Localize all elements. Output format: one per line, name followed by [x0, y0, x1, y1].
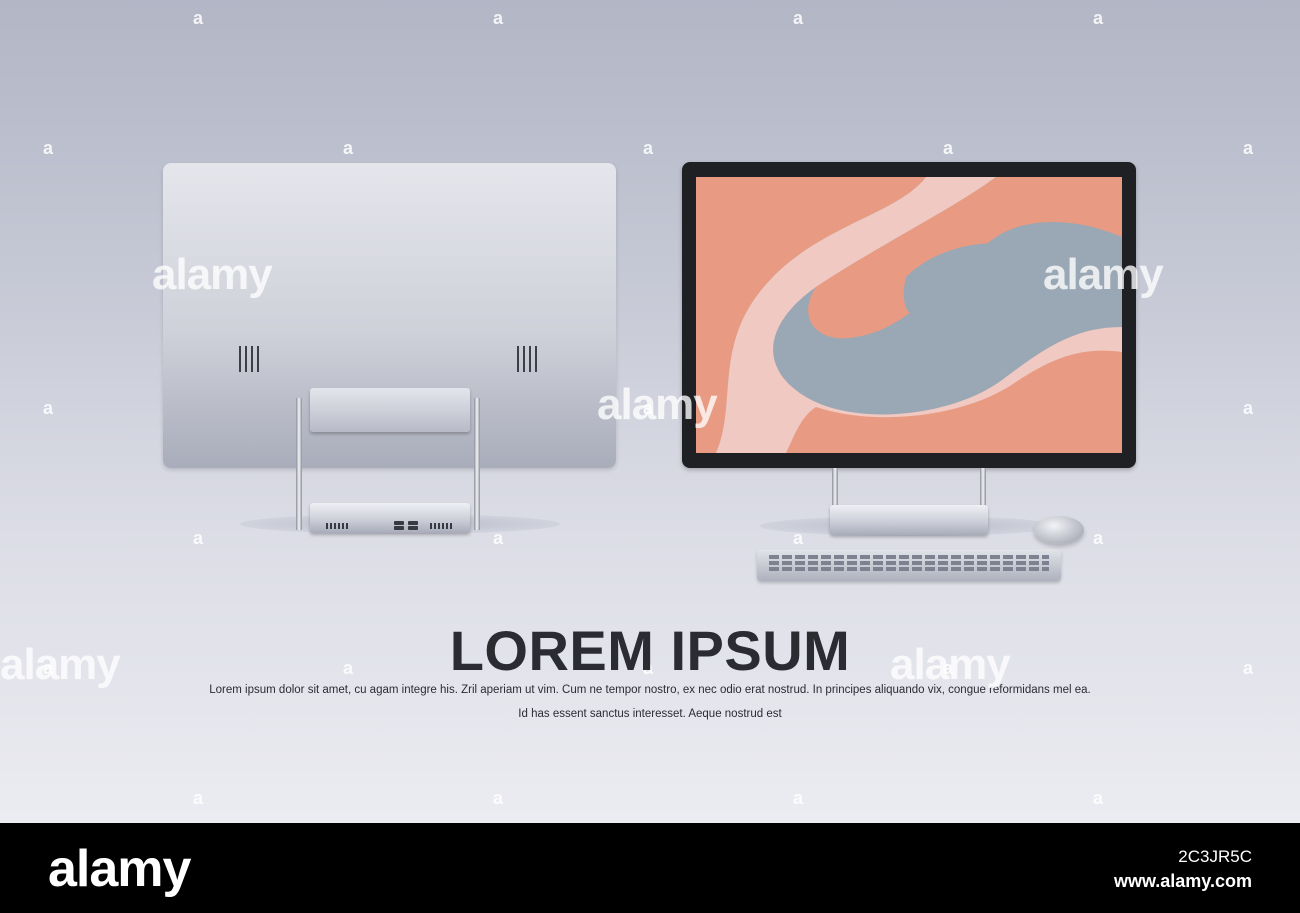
watermark-word: alamy [597, 380, 718, 429]
image-id: 2C3JR5C [1178, 847, 1252, 866]
stand-bracket [310, 388, 470, 432]
monitor-screen-wallpaper [696, 177, 1122, 453]
left-vent-icon [239, 346, 261, 372]
watermark-tile: a [493, 8, 504, 28]
watermark-tile: a [643, 138, 654, 158]
usb-port-icon [408, 526, 418, 530]
footer-logo: alamy [48, 840, 191, 898]
watermark-tile: a [1243, 138, 1254, 158]
front-left-stand-pole [832, 468, 838, 522]
right-vent-icon [517, 346, 539, 372]
front-mini-pc [830, 505, 988, 535]
watermark-tile: a [193, 8, 204, 28]
keyboard-key-row [769, 555, 1049, 559]
watermark-tile: a [1093, 8, 1104, 28]
vent-icon [326, 523, 348, 529]
watermark-tile: a [1243, 398, 1254, 418]
watermark-tile: a [43, 138, 54, 158]
watermark-tile: a [643, 398, 654, 418]
watermark-tile: a [343, 658, 354, 678]
watermark-tile: a [493, 528, 504, 548]
usb-port-icon [394, 521, 404, 525]
footer-bar: alamy 2C3JR5C www.alamy.com [0, 823, 1300, 913]
watermark-word: alamy [0, 640, 121, 689]
keyboard-key-row [769, 567, 1049, 571]
page-title: LOREM IPSUM [449, 619, 851, 682]
body-text-line-1: Lorem ipsum dolor sit amet, cu agam inte… [209, 684, 1091, 696]
watermark-word: alamy [1043, 250, 1164, 299]
back-mini-pc [310, 503, 470, 533]
keyboard-icon [757, 549, 1061, 581]
body-text-line-2: Id has essent sanctus interesset. Aeque … [518, 708, 782, 720]
usb-port-icon [408, 521, 418, 525]
front-right-stand-pole [980, 468, 986, 522]
watermark-tile: a [43, 658, 54, 678]
left-stand-pole [296, 398, 302, 530]
watermark-word: alamy [890, 640, 1011, 689]
watermark-tile: a [43, 398, 54, 418]
right-stand-pole [474, 398, 480, 530]
watermark-tile: a [793, 528, 804, 548]
watermark-tile: a [493, 788, 504, 808]
front-monitor [682, 162, 1136, 468]
vent-icon [430, 523, 452, 529]
abstract-wave-wallpaper [696, 177, 1122, 453]
watermark-tile: a [1243, 658, 1254, 678]
watermark-tile: a [1093, 788, 1104, 808]
watermark-tile: a [943, 138, 954, 158]
watermark-tile: a [193, 788, 204, 808]
watermark-tile: a [343, 138, 354, 158]
watermark-tile: a [943, 658, 954, 678]
illustration-canvas: aaaaaaaaaaaaaaaaaaaaaaaaaaaaaaa [0, 0, 1300, 823]
watermark-tile: a [793, 788, 804, 808]
usb-port-icon [394, 526, 404, 530]
footer-url: www.alamy.com [1113, 871, 1252, 891]
watermark-tile: a [643, 658, 654, 678]
watermark-word: alamy [152, 250, 273, 299]
mouse-icon [1034, 516, 1084, 544]
watermark-tile: a [793, 8, 804, 28]
keyboard-key-row [769, 561, 1049, 565]
watermark-tile: a [193, 528, 204, 548]
watermark-tile: a [1093, 528, 1104, 548]
